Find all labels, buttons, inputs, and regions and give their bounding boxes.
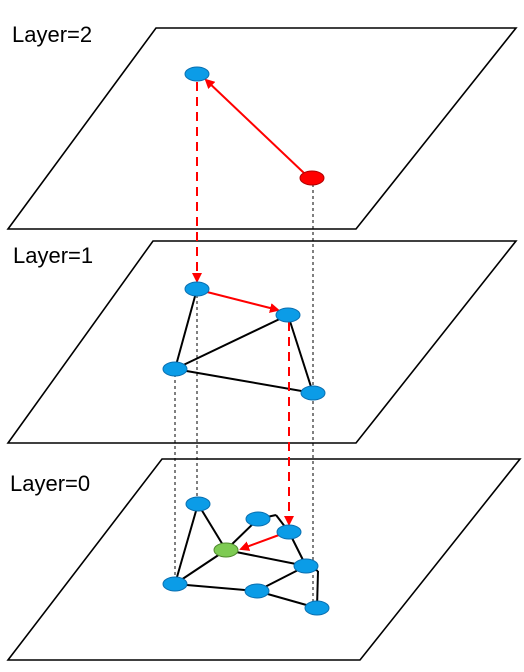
graph-edge <box>174 503 199 585</box>
search-path <box>192 78 305 551</box>
graph-edge <box>225 549 307 567</box>
graph-node <box>184 66 210 82</box>
graph-node <box>245 511 271 527</box>
graph-edge <box>174 549 227 585</box>
graph-edge <box>174 288 198 370</box>
search-path-arrow <box>239 534 280 551</box>
search-path-arrow <box>204 78 305 174</box>
layer-0-plane <box>6 458 522 661</box>
entry-point-node <box>299 170 325 186</box>
layer-0-nodes <box>162 496 330 616</box>
layer-1-nodes <box>162 281 326 401</box>
graph-node <box>244 583 270 599</box>
graph-node <box>293 558 319 574</box>
graph-node <box>184 281 210 297</box>
graph-edge <box>197 503 227 551</box>
graph-node <box>304 600 330 616</box>
layer-1-edges <box>174 288 314 394</box>
result-node <box>213 542 239 558</box>
graph-node <box>162 361 188 377</box>
graph-edge <box>174 583 258 592</box>
graph-node <box>276 524 302 540</box>
graph-edge <box>174 314 289 370</box>
layer-1-plane <box>6 240 518 444</box>
vertical-guide-lines <box>174 184 314 610</box>
graph-edge <box>174 368 314 394</box>
layer-2-plane <box>6 27 518 230</box>
layer-0-label: Layer=0 <box>10 471 91 496</box>
graph-node <box>185 496 211 512</box>
graph-edge <box>287 314 314 394</box>
search-path-arrow <box>206 291 280 313</box>
graph-node <box>300 385 326 401</box>
layer-2-nodes <box>184 66 325 186</box>
layer-1-label: Layer=1 <box>13 243 94 268</box>
layer-2-label: Layer=2 <box>12 22 93 47</box>
graph-node <box>275 307 301 323</box>
graph-node <box>162 576 188 592</box>
